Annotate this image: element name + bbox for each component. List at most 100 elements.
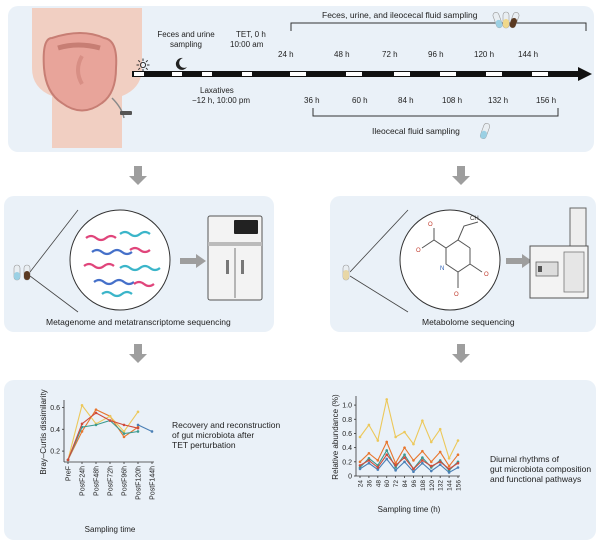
- right-arrow-icon: [180, 254, 206, 268]
- stool-tube-icon: [342, 264, 350, 281]
- data-point: [456, 466, 460, 469]
- moon-icon: [175, 57, 187, 70]
- data-point: [136, 410, 140, 414]
- y-tick-label: 0.8: [342, 417, 352, 424]
- sequencer-icon: [207, 215, 263, 301]
- tet-label: TET, 0 h: [236, 30, 266, 39]
- data-point: [456, 461, 460, 465]
- hour-label: 96 h: [428, 50, 444, 59]
- svg-text:CH: CH: [470, 216, 479, 222]
- x-tick-label: PostF72h: [108, 466, 115, 496]
- x-axis-label: Sampling time: [85, 525, 136, 534]
- dna-reads-circle: [69, 209, 171, 311]
- y-tick-label: 0.2: [50, 449, 60, 456]
- timeline-bar: [132, 67, 592, 81]
- data-point: [358, 435, 362, 439]
- data-point: [421, 461, 424, 465]
- data-point: [376, 459, 380, 462]
- y-tick-label: 1.0: [342, 403, 352, 410]
- data-point: [403, 456, 406, 459]
- data-point: [385, 449, 389, 452]
- x-tick-label: PostF48h: [94, 466, 101, 496]
- top-bracket: [290, 22, 587, 31]
- hour-label: 132 h: [488, 96, 509, 105]
- data-point: [447, 471, 451, 474]
- data-point: [367, 459, 371, 462]
- metagenome-panel: Metagenome and metatranscriptome sequenc…: [4, 196, 274, 332]
- laxatives-label: Laxatives: [200, 86, 234, 95]
- x-tick-label: 84: [402, 480, 409, 488]
- data-point: [429, 464, 433, 468]
- data-point: [394, 464, 397, 467]
- data-point: [358, 467, 362, 471]
- gut-anatomy-illustration: [32, 8, 142, 148]
- hour-label: 84 h: [398, 96, 414, 105]
- laxatives-time: −12 h, 10:00 pm: [192, 96, 251, 105]
- svg-text:O: O: [428, 222, 433, 228]
- x-tick-label: 60: [384, 480, 391, 488]
- data-point: [394, 435, 397, 439]
- x-tick-label: 24: [358, 480, 365, 488]
- stool-tubes-icon: [13, 264, 31, 281]
- x-tick-label: 132: [438, 480, 445, 491]
- x-tick-label: PreF: [66, 466, 73, 481]
- right-result-caption-1: Diurnal rhythms of: [490, 454, 559, 464]
- metagenome-caption: Metagenome and metatranscriptome sequenc…: [46, 317, 231, 327]
- series-line: [359, 440, 459, 468]
- y-tick-label: 0.4: [50, 427, 60, 434]
- hour-label: 108 h: [442, 96, 463, 105]
- x-tick-label: 36: [366, 480, 373, 488]
- data-point: [438, 450, 442, 454]
- bottom-bracket: [312, 108, 559, 117]
- data-point: [456, 439, 460, 442]
- data-point: [358, 460, 362, 464]
- data-point: [376, 468, 380, 471]
- hour-label: 36 h: [304, 96, 320, 105]
- data-point: [108, 419, 112, 422]
- data-point: [80, 430, 84, 433]
- data-point: [367, 423, 371, 427]
- right-arrow-icon: [506, 254, 532, 268]
- x-tick-label: 120: [429, 480, 436, 491]
- data-point: [394, 466, 397, 469]
- mass-spectrometer-icon: [529, 207, 589, 299]
- data-point: [412, 459, 415, 462]
- data-point: [94, 408, 98, 411]
- hour-label: 48 h: [334, 50, 350, 59]
- data-point: [412, 442, 415, 446]
- svg-text:O: O: [416, 248, 421, 254]
- data-point: [376, 439, 380, 442]
- x-tick-label: 156: [456, 480, 463, 491]
- right-result-caption-2: gut microbiota composition: [490, 464, 592, 474]
- data-point: [80, 422, 84, 426]
- data-point: [136, 423, 140, 427]
- data-point: [367, 461, 371, 465]
- x-tick-label: 108: [420, 480, 427, 491]
- left-result-caption-3: TET perturbation: [172, 440, 236, 450]
- data-point: [403, 453, 406, 457]
- data-point: [456, 453, 460, 457]
- tet-time: 10:00 am: [230, 40, 264, 49]
- data-point: [385, 453, 389, 457]
- hour-label: 144 h: [518, 50, 539, 59]
- y-tick-label: 0.4: [342, 445, 352, 452]
- data-point: [122, 423, 126, 427]
- series-line: [67, 419, 139, 461]
- data-point: [421, 419, 424, 422]
- data-point: [438, 460, 442, 464]
- series-line: [359, 399, 459, 460]
- x-tick-label: PostF24h: [80, 466, 87, 496]
- x-tick-label: PostF144h: [150, 466, 157, 500]
- series-line: [359, 458, 459, 474]
- data-point: [412, 470, 415, 474]
- sample-tubes-icon: [492, 11, 520, 29]
- series-line: [359, 449, 459, 472]
- x-tick-label: 144: [447, 480, 454, 491]
- data-point: [394, 469, 397, 472]
- zoom-lines: [30, 209, 79, 313]
- y-axis-label: Bray–Curtis dissimilarity: [39, 389, 48, 474]
- timeline-panel: Feces and urine sampling TET, 0 h 10:00 …: [8, 6, 594, 152]
